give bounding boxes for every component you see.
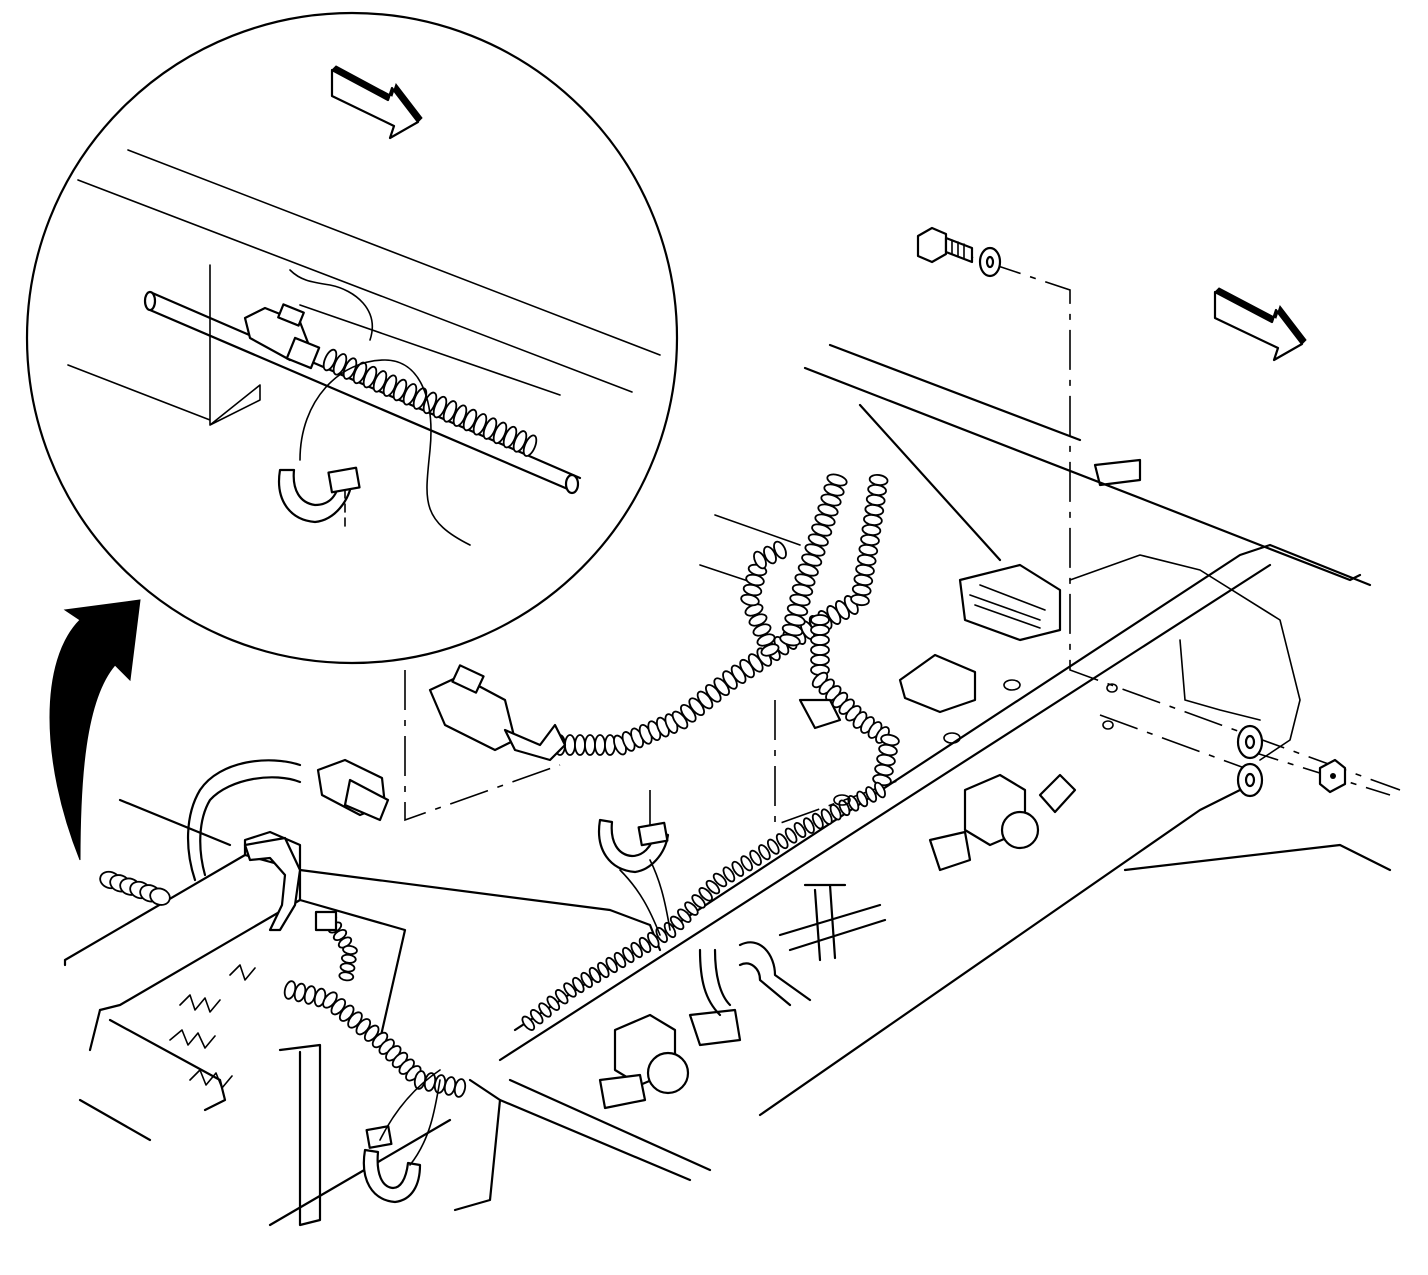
detail-circle-outline	[25, 11, 679, 665]
floor-pan-edge	[1069, 554, 1301, 761]
washer-top-icon[interactable]	[978, 246, 1002, 278]
valve-left[interactable]	[598, 1008, 742, 1110]
inset-connector	[243, 303, 321, 370]
inset-wire-route	[289, 269, 471, 546]
harness-segment-far-left	[99, 870, 171, 906]
body-panel-upper	[803, 343, 1362, 582]
main-view	[63, 226, 1401, 1227]
harness-segment-frame	[283, 980, 467, 1098]
valve-right[interactable]	[928, 773, 1077, 872]
nut-icon[interactable]	[1318, 758, 1347, 794]
harness-segment-lower	[521, 921, 677, 1031]
connector-left[interactable]	[316, 758, 390, 822]
vacuum-hose-center	[698, 883, 887, 1017]
detail-view-inset	[25, 11, 679, 665]
connector-lower[interactable]	[798, 698, 842, 730]
wire-lead-upper	[619, 859, 671, 936]
mounting-holes	[833, 679, 1118, 806]
harness-segment-up	[779, 473, 848, 647]
harness-segment-up2	[850, 473, 889, 607]
grommet-lower-icon[interactable]	[1236, 762, 1264, 798]
frame-rail-lower	[78, 1008, 322, 1227]
inset-harness-clip	[277, 466, 361, 531]
connector-main[interactable]	[428, 664, 567, 762]
curved-callout-arrow-icon	[49, 599, 141, 861]
inset-panel-lines	[67, 149, 661, 426]
harness-loop-left	[187, 759, 302, 882]
harness-segment-center	[669, 781, 886, 931]
grommet-upper-icon[interactable]	[1236, 724, 1264, 760]
connector-center-cluster[interactable]	[898, 563, 1062, 714]
bolt-icon[interactable]	[916, 226, 974, 264]
rocker-panel-outline	[118, 543, 1392, 1227]
main-wire-harness	[99, 473, 900, 1098]
wire-lead-lower	[379, 1069, 441, 1166]
inset-wire-harness	[322, 348, 538, 457]
inset-harness-segment	[322, 348, 538, 457]
main-direction-arrow-icon	[1213, 287, 1307, 362]
harness-segment-loop	[740, 540, 787, 657]
harness-clip-frame[interactable]	[243, 836, 338, 932]
frame-break-marks	[169, 964, 256, 1089]
inset-direction-arrow-icon	[330, 65, 423, 140]
alignment-line-bolt	[919, 239, 1401, 791]
harness-clip-upper[interactable]	[597, 818, 670, 874]
lower-bracket	[453, 1078, 502, 1212]
